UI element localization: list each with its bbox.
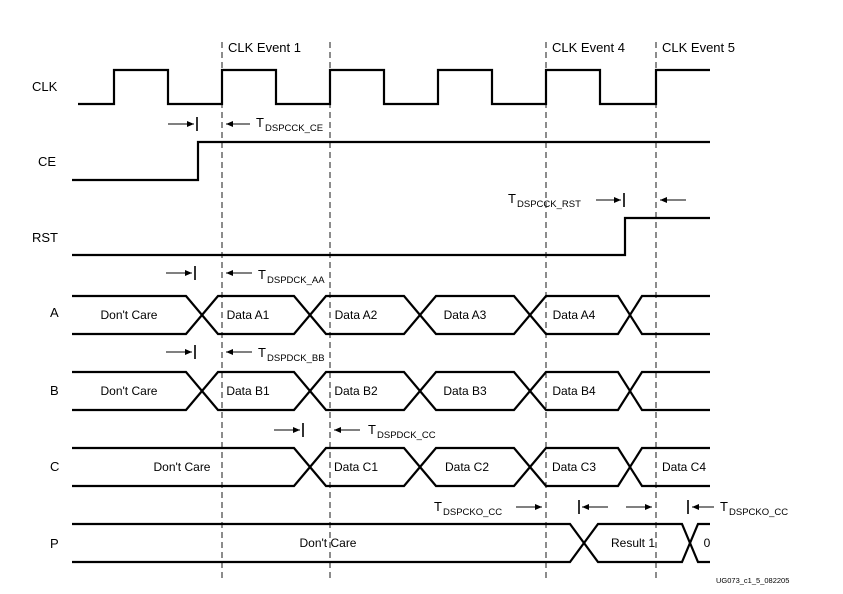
- bus-c-cell: Data C3: [552, 460, 596, 474]
- bus-p: [72, 522, 710, 564]
- timing-label-sub: DSPDCK_CC: [377, 430, 436, 441]
- event-guides: [221, 42, 657, 582]
- bus-c-cell: Data C1: [334, 460, 378, 474]
- arrowhead: [614, 197, 621, 203]
- timing-b: T DSPDCK_BB: [166, 345, 325, 364]
- timing-label-sub: DSPCKO_CC: [729, 507, 788, 518]
- timing-p-right: T DSPCKO_CC: [687, 499, 788, 518]
- bus-p-bottom: [72, 540, 710, 564]
- timing-a: T DSPDCK_AA: [166, 266, 325, 286]
- timing-c: T DSPDCK_CC: [274, 422, 436, 441]
- signal-label-c: C: [50, 459, 59, 474]
- arrowhead: [187, 121, 194, 127]
- bus-b-cell: Don't Care: [101, 384, 158, 398]
- timing-rst: T DSPCCK_RST: [508, 191, 686, 210]
- timing-label-sub: DSPCCK_CE: [265, 123, 323, 134]
- bus-a-cell: Data A2: [335, 308, 378, 322]
- arrowhead: [226, 121, 233, 127]
- arrowhead: [582, 504, 589, 510]
- arrowhead: [293, 427, 300, 433]
- arrowhead: [692, 504, 699, 510]
- clk-event-1-label: CLK Event 1: [228, 40, 301, 55]
- timing-label-main: T: [258, 345, 266, 360]
- bus-a-bottom: [72, 312, 710, 336]
- bus-c-top: [72, 446, 710, 470]
- bus-p-cell: Don't Care: [300, 536, 357, 550]
- signal-label-a: A: [50, 305, 59, 320]
- ce-waveform: [72, 140, 710, 182]
- bus-b-cell: Data B1: [226, 384, 270, 398]
- bus-a-cell: Don't Care: [101, 308, 158, 322]
- arrowhead: [185, 349, 192, 355]
- signal-label-clk: CLK: [32, 79, 58, 94]
- bus-b-top: [72, 370, 710, 394]
- timing-label-main: T: [434, 499, 442, 514]
- bus-c-bottom: [72, 464, 710, 488]
- signal-label-ce: CE: [38, 154, 56, 169]
- bus-a-cell: Data A3: [444, 308, 487, 322]
- timing-label-sub: DSPCKO_CC: [443, 507, 502, 518]
- bus-a-cell: Data A1: [227, 308, 270, 322]
- bus-a: [72, 294, 710, 336]
- bus-a-cell: Data A4: [553, 308, 596, 322]
- bus-b-cell: Data B4: [552, 384, 596, 398]
- bus-b-cell: Data B2: [334, 384, 378, 398]
- clk-event-4-label: CLK Event 4: [552, 40, 625, 55]
- signal-label-p: P: [50, 536, 59, 551]
- bus-c: [72, 446, 710, 488]
- signal-label-rst: RST: [32, 230, 58, 245]
- bus-p-cell: Result 1: [611, 536, 655, 550]
- arrowhead: [226, 349, 233, 355]
- timing-p-left: T DSPCKO_CC: [434, 499, 652, 518]
- bus-c-cell: Data C2: [445, 460, 489, 474]
- clk-waveform: [78, 68, 710, 106]
- arrowhead: [660, 197, 667, 203]
- arrowhead: [334, 427, 341, 433]
- bus-c-cell: Don't Care: [154, 460, 211, 474]
- timing-label-sub: DSPCCK_RST: [517, 199, 581, 210]
- arrowhead: [535, 504, 542, 510]
- timing-label-main: T: [258, 267, 266, 282]
- bus-p-cell: 0: [704, 536, 711, 550]
- timing-label-main: T: [720, 499, 728, 514]
- rst-waveform: [72, 216, 710, 257]
- timing-ce: T DSPCCK_CE: [168, 115, 323, 134]
- bus-p-top: [72, 522, 710, 546]
- timing-label-sub: DSPDCK_BB: [267, 353, 325, 364]
- bus-a-top: [72, 294, 710, 318]
- bus-b-cell: Data B3: [443, 384, 487, 398]
- arrowhead: [226, 270, 233, 276]
- timing-label-sub: DSPDCK_AA: [267, 275, 325, 286]
- signal-label-b: B: [50, 383, 59, 398]
- arrowhead: [185, 270, 192, 276]
- figure-id: UG073_c1_5_082205: [716, 576, 789, 585]
- bus-b: [72, 370, 710, 412]
- bus-c-cell: Data C4: [662, 460, 706, 474]
- clk-event-5-label: CLK Event 5: [662, 40, 735, 55]
- timing-label-main: T: [256, 115, 264, 130]
- timing-label-main: T: [508, 191, 516, 206]
- arrowhead: [645, 504, 652, 510]
- timing-label-main: T: [368, 422, 376, 437]
- bus-b-bottom: [72, 388, 710, 412]
